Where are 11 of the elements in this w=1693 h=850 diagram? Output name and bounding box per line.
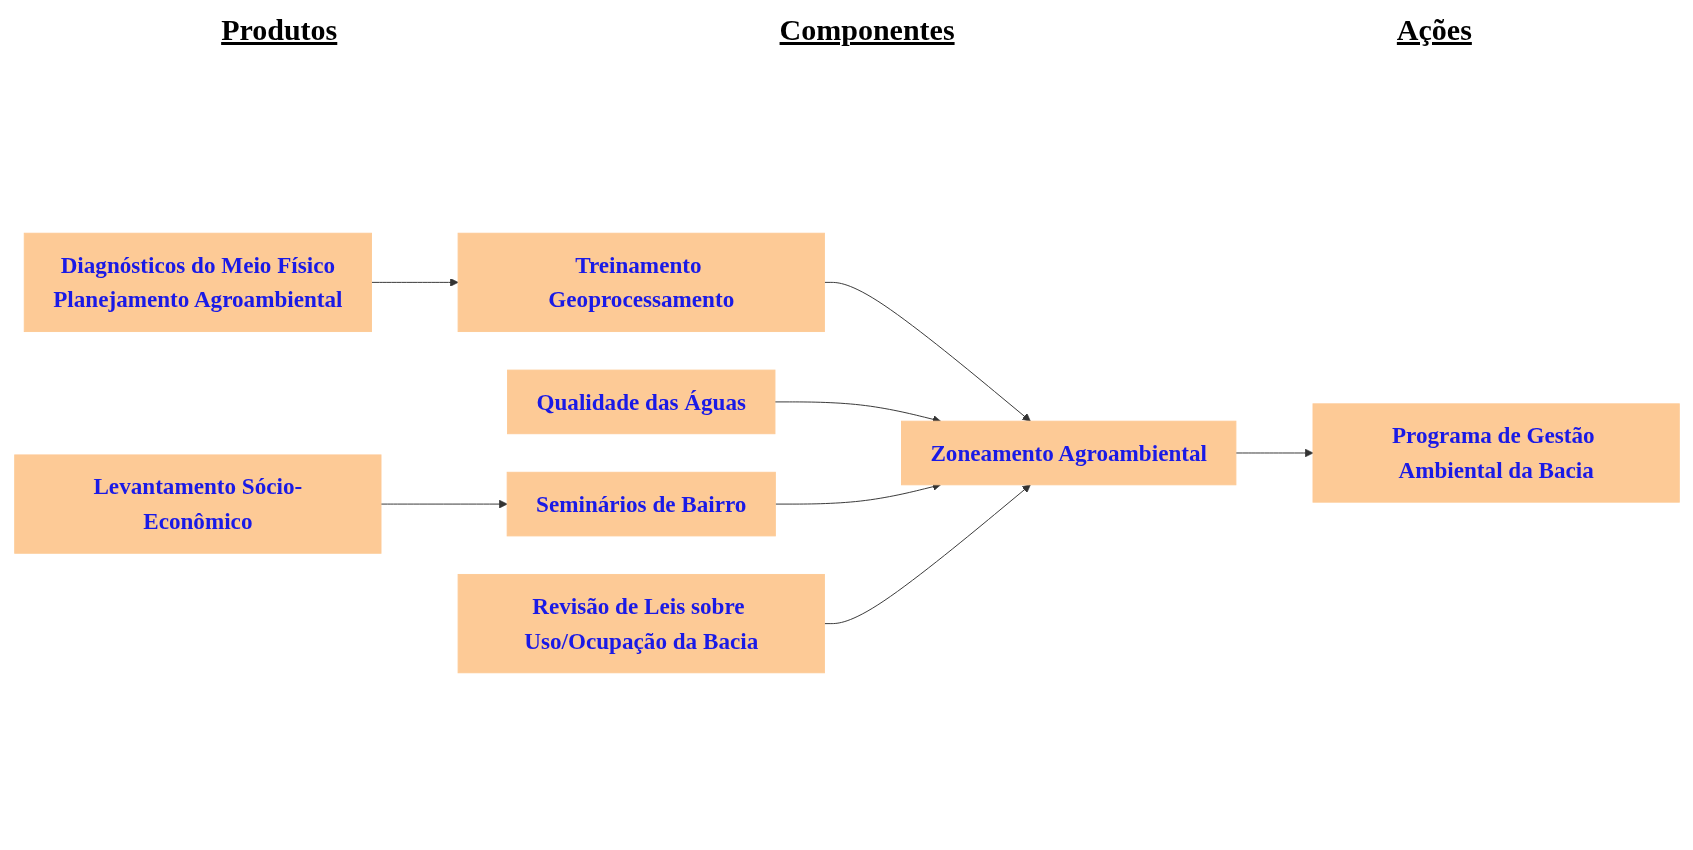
node-box: Revisão de Leis sobre Uso/Ocupação da Bacia	[457, 573, 825, 673]
node-box: Diagnósticos do Meio Físico Planejamento Agroambiental	[23, 232, 372, 332]
column-heading: Componentes	[779, 13, 955, 47]
node-box: Programa de Gestão Ambiental da Bacia	[1312, 402, 1680, 503]
node-box: Zoneamento Agroambiental	[900, 420, 1236, 485]
column-heading: Produtos	[221, 13, 338, 47]
node-box: Qualidade das Águas	[506, 369, 775, 434]
node-box: Treinamento Geoprocessamento	[457, 232, 825, 332]
column-heading: Ações	[1396, 13, 1472, 47]
node-box: Levantamento Sócio-Econômico	[13, 453, 381, 554]
node-box: Seminários de Bairro	[506, 471, 776, 536]
